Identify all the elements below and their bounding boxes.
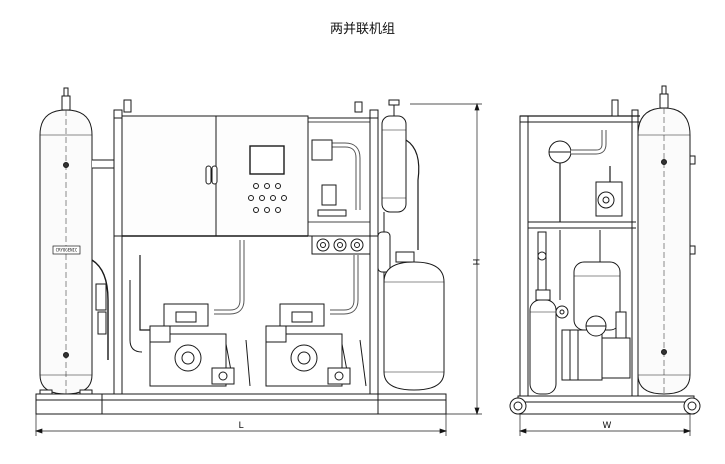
liquid-receiver — [383, 251, 445, 391]
compressor-1 — [149, 303, 235, 387]
width-dimension: W — [518, 414, 692, 436]
front-view: CRYOGENIC — [34, 87, 482, 436]
tank-nameplate — [52, 245, 81, 255]
electrical-cabinet — [121, 115, 309, 237]
dimension-label-h: H — [470, 259, 480, 266]
diagram-title: 两并联机组 — [329, 22, 395, 37]
tank-nameplate-text: CRYOGENIC — [56, 248, 78, 253]
gauge-panel — [311, 235, 371, 255]
side-receiver-tank — [637, 85, 696, 395]
left-receiver-tank: CRYOGENIC — [39, 87, 93, 397]
compressor-2 — [265, 303, 351, 387]
side-base — [509, 395, 701, 415]
dimension-label-w: W — [603, 421, 612, 431]
height-dimension: H — [410, 102, 482, 416]
front-base — [35, 393, 447, 415]
side-view: W — [509, 85, 701, 436]
control-display — [249, 145, 285, 175]
oil-separator — [381, 99, 420, 250]
dimension-label-l: L — [238, 421, 243, 431]
length-dimension: L — [34, 414, 448, 436]
